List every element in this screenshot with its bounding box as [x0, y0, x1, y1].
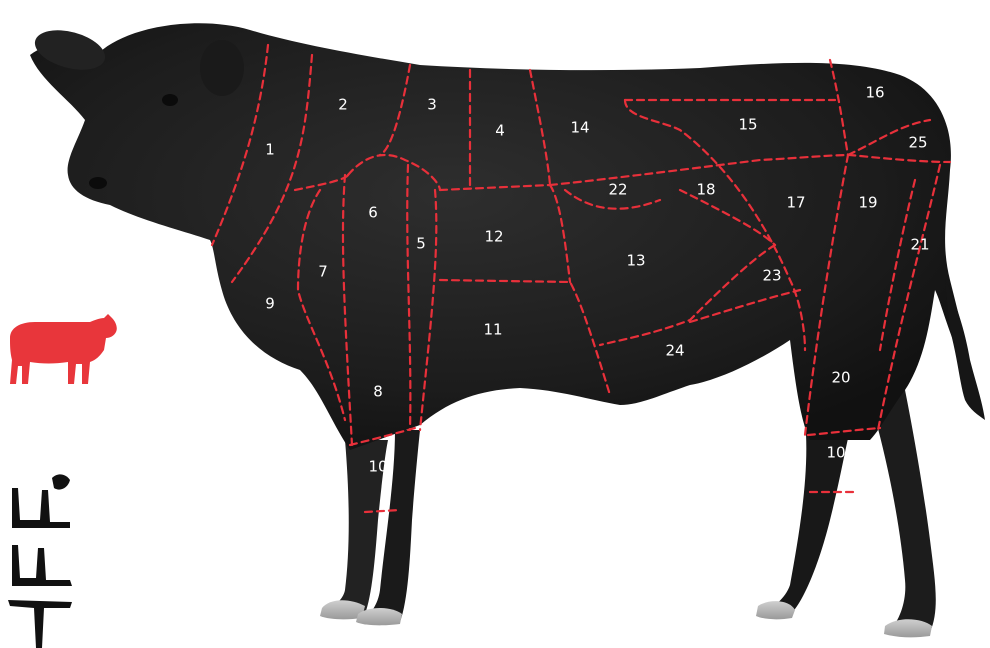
cut-label-3: 3	[427, 96, 437, 114]
cut-label-1: 1	[265, 141, 275, 159]
cut-label-10-rear: 10	[826, 444, 845, 462]
cut-label-11: 11	[483, 321, 502, 339]
cut-label-7: 7	[318, 263, 328, 281]
cut-label-14: 14	[570, 119, 589, 137]
cow-eye	[162, 94, 178, 106]
cut-label-19: 19	[858, 194, 877, 212]
cut-label-6: 6	[368, 204, 378, 222]
cut-label-10-front: 10	[368, 458, 387, 476]
cow-nostril	[89, 177, 107, 189]
cow-ear-right	[200, 40, 244, 96]
cut-label-13: 13	[626, 252, 645, 270]
cut-label-16: 16	[865, 84, 884, 102]
cut-label-21: 21	[910, 236, 929, 254]
cut-label-15: 15	[738, 116, 757, 134]
cut-label-18: 18	[696, 181, 715, 199]
cut-label-4: 4	[495, 122, 505, 140]
cut-label-12: 12	[484, 228, 503, 246]
cut-label-24: 24	[665, 342, 684, 360]
cut-label-25: 25	[908, 134, 927, 152]
cow-tail	[945, 280, 985, 420]
cut-label-22: 22	[608, 181, 627, 199]
cut-label-8: 8	[373, 383, 383, 401]
cow-silhouette-icon	[10, 314, 117, 384]
cow-figure	[30, 23, 985, 637]
cut-label-23: 23	[762, 267, 781, 285]
cut-label-9: 9	[265, 295, 275, 313]
cut-label-5: 5	[416, 235, 426, 253]
cut-label-20: 20	[831, 369, 850, 387]
cut-label-2: 2	[338, 96, 348, 114]
cut-label-17: 17	[786, 194, 805, 212]
brush-logo-icon	[8, 474, 72, 648]
